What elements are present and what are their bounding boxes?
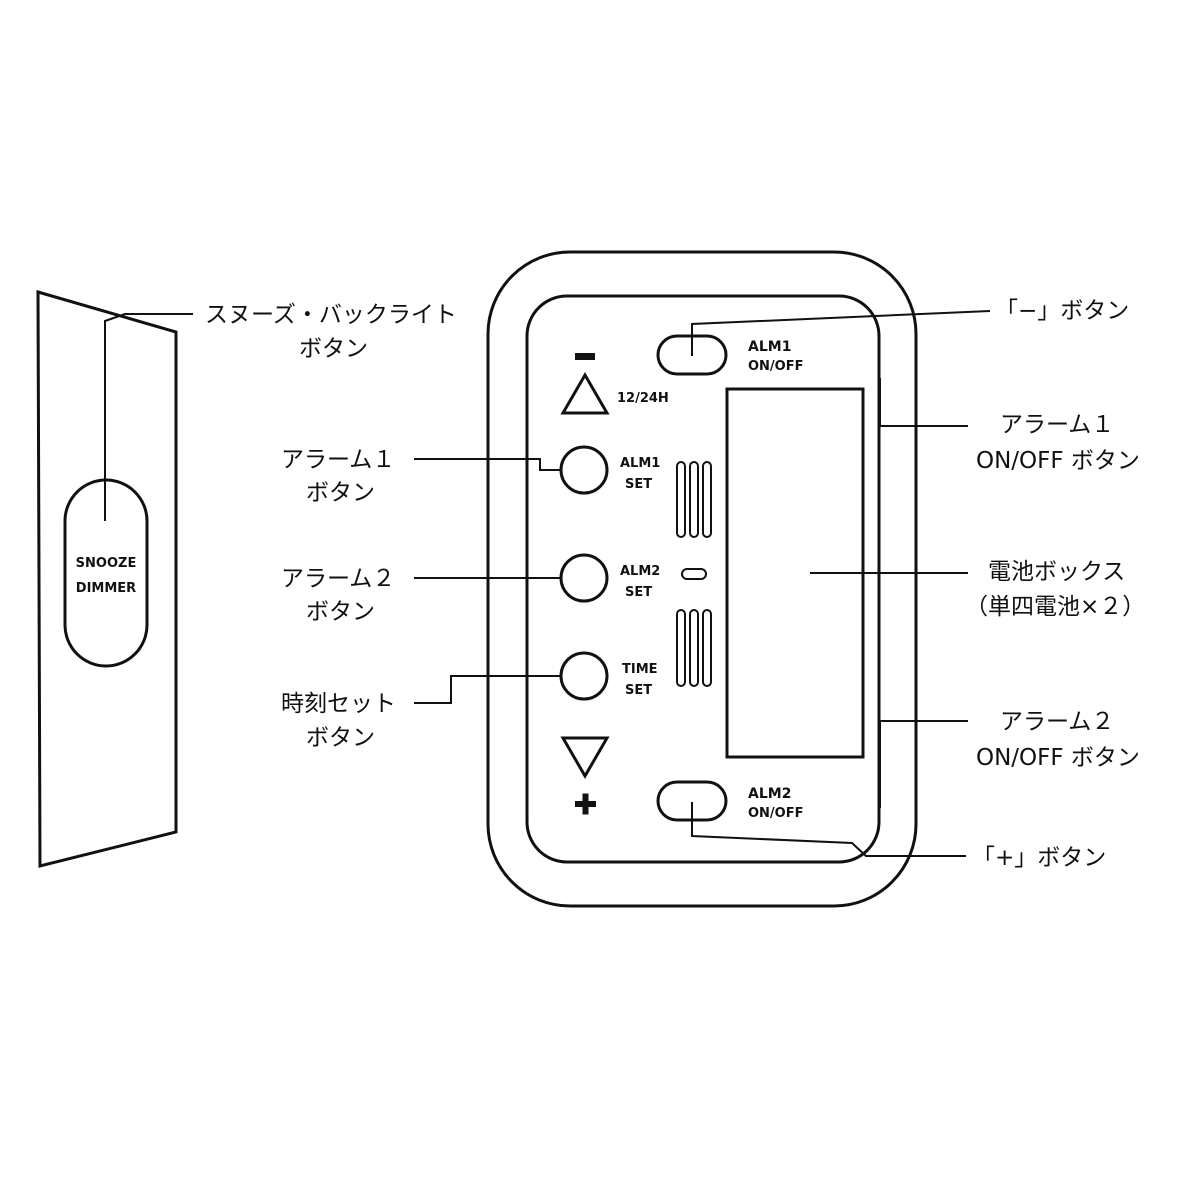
mode-12-24-label: 12/24H [617, 391, 669, 406]
alm1-set-button [559, 445, 609, 495]
time-set-button [559, 651, 609, 701]
callout-alarm1-onoff-line1: アラーム１ [1000, 412, 1114, 438]
dimmer-label: DIMMER [76, 581, 136, 596]
callout-minus-button: 「−」ボタン [995, 298, 1129, 324]
leader-lines [104, 310, 991, 857]
callouts: スヌーズ・バックライト ボタン 「−」ボタン アラーム１ ON/OFF ボタン … [205, 298, 1145, 871]
side-view: SNOOZE DIMMER [36, 290, 178, 868]
callout-alarm2-button-line2: ボタン [306, 599, 375, 625]
callout-time-set-line1: 時刻セット [281, 691, 396, 717]
minus-sign-icon [575, 353, 595, 360]
alm1-set-label-2: SET [625, 477, 652, 492]
snooze-label: SNOOZE [76, 556, 137, 571]
alm2-onoff-label-1: ALM2 [748, 786, 791, 802]
side-view-body [36, 290, 178, 868]
speaker-grille-lower [676, 609, 712, 687]
callout-alarm1-onoff-line2: ON/OFF ボタン [976, 448, 1140, 474]
callout-alarm2-onoff-line1: アラーム２ [1000, 709, 1114, 735]
callout-battery-line1: 電池ボックス [988, 559, 1125, 585]
callout-alarm1-button-line1: アラーム１ [281, 447, 395, 473]
down-triangle-icon [560, 736, 610, 779]
leader-time-set [414, 675, 560, 704]
leader-alarm1-button [414, 458, 560, 471]
leader-snooze [104, 313, 193, 521]
alm2-onoff-label-2: ON/OFF [748, 806, 804, 821]
up-triangle-icon [560, 372, 610, 415]
callout-alarm2-button-line1: アラーム２ [281, 566, 395, 592]
alm1-set-label-1: ALM1 [620, 456, 660, 471]
time-set-label-1: TIME [622, 662, 658, 677]
alm1-onoff-label-1: ALM1 [748, 339, 791, 355]
callout-time-set-line2: ボタン [306, 725, 375, 751]
leader-minus [691, 310, 991, 356]
back-view: 12/24H ALM1 ON/OFF ALM1 SET ALM2 SET TIM… [486, 250, 918, 908]
plus-sign-icon [575, 793, 596, 815]
leader-alarm1-onoff [879, 378, 968, 427]
time-set-label-2: SET [625, 683, 652, 698]
speaker-grille-upper [676, 461, 712, 538]
leader-plus [691, 802, 966, 857]
callout-alarm1-button-line2: ボタン [306, 480, 375, 506]
callout-alarm2-onoff-line2: ON/OFF ボタン [976, 745, 1140, 771]
center-slot [681, 568, 707, 580]
callout-snooze-line2: ボタン [299, 336, 368, 362]
alm1-onoff-label-2: ON/OFF [748, 359, 804, 374]
alm2-set-label-1: ALM2 [620, 564, 660, 579]
callout-snooze-line1: スヌーズ・バックライト [205, 302, 457, 328]
callout-plus-button: 「+」ボタン [972, 845, 1106, 871]
alm2-set-button [559, 553, 609, 603]
callout-battery-line2: （単四電池×２） [965, 594, 1145, 620]
leader-alarm2-onoff [879, 720, 968, 808]
alm2-set-label-2: SET [625, 585, 652, 600]
